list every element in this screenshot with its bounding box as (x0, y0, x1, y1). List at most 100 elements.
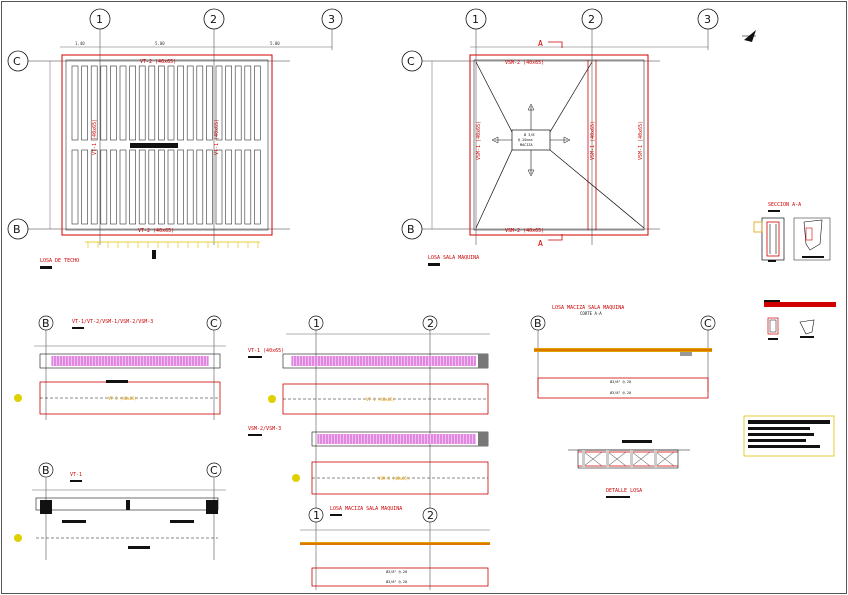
elev-bc-beam-label: VT-1 (40x65) (108, 396, 137, 401)
joist-strip (206, 149, 213, 225)
roof-beam-bottom: VT-2 (40x65) (138, 228, 174, 234)
joist-strip (119, 149, 127, 225)
roof-axis-3: 3 (328, 13, 335, 26)
roof-axis-1: 1 (96, 13, 103, 26)
joist-strip (167, 149, 175, 225)
mr-axis-b: B (407, 223, 415, 236)
rib (630, 450, 633, 468)
elev-bc-axis-c: C (210, 317, 218, 330)
joist-strip (186, 149, 194, 225)
mr-title: LOSA SALA MAQUINA (428, 255, 479, 261)
joist-strip (158, 149, 165, 225)
machine-room-plan: Ø 3/8 @.20cms MACIZA VSM-2 (40x65) VSM-2… (401, 8, 756, 266)
joist-strip (138, 65, 146, 141)
joist-strip (100, 65, 108, 141)
elev-vt1-beam-label: VT-1 (40x65) (366, 397, 395, 402)
stirrup-fill (318, 434, 476, 444)
roof-axis-2: 2 (210, 13, 217, 26)
joist-strip (234, 149, 242, 225)
slab-detail: DETALLE LOSA (568, 440, 690, 498)
joist-strip (81, 149, 88, 225)
joist-strip (167, 65, 175, 141)
slab-bottom-axis-2: 2 (427, 509, 434, 522)
joist-strip (215, 65, 223, 141)
joist-strip (138, 149, 146, 225)
elev-vt1-title: VT-1 (40x65) (248, 348, 284, 354)
elev-vt1-axis-1: 1 (313, 317, 320, 330)
roof-dim-right: 5.00 (270, 41, 280, 46)
joist-strip (196, 65, 204, 141)
roof-beam-top: VT-2 (40x65) (140, 59, 176, 65)
roof-dim-left: 1.40 (75, 41, 85, 46)
mr-axis-c: C (407, 55, 415, 68)
joist-strip (81, 65, 88, 141)
slab-detail-cross (582, 450, 675, 468)
mr-beam-right: VSM-1 (40x65) (638, 121, 644, 160)
joist-strip (206, 65, 213, 141)
stirrups-bc (51, 356, 209, 366)
elev-vt1-axis-2: 2 (427, 317, 434, 330)
elev-bc-title: VT-1/VT-2/VSM-1/VSM-2/VSM-3 (72, 319, 153, 325)
rib (654, 450, 657, 468)
slab-cut-axis-b: B (534, 317, 542, 330)
elev-vsm-beam-label: VSM-1 (40x65) (378, 476, 409, 481)
joist-strip (129, 149, 136, 225)
roof-joists (71, 65, 261, 225)
mr-beam-left: VSM-1 (40x65) (476, 121, 482, 160)
joist-strip (148, 149, 156, 225)
joist-strip (148, 65, 156, 141)
roof-dim-mid: 5.00 (155, 41, 165, 46)
mr-section-bottom: A (538, 239, 543, 248)
joist-strip (254, 149, 261, 225)
roof-beam-left: VT-1 (40x65) (92, 119, 98, 155)
mr-beam-mid: VSM-1 (40x65) (590, 121, 596, 160)
detail-title: DETALLE LOSA (606, 488, 642, 494)
roof-axis-b: B (13, 223, 21, 236)
joist-strip (71, 149, 79, 225)
joist-strip (186, 65, 194, 141)
slab-cut-sub: CORTE A-A (580, 311, 602, 316)
elev-vt1s-axis-b: B (42, 464, 50, 477)
mr-axis-3: 3 (704, 13, 711, 26)
joist-strip (244, 65, 252, 141)
joist-strip (234, 65, 242, 141)
joist-strip (196, 149, 204, 225)
roof-plan-title: LOSA DE TECHO (40, 258, 79, 264)
elev-bc-axis-b: B (42, 317, 50, 330)
elev-vt1s-axis-c: C (210, 464, 218, 477)
joist-strip (100, 149, 108, 225)
joist-strip (158, 65, 165, 141)
cross (631, 451, 651, 467)
cross (607, 451, 627, 467)
cross (583, 451, 603, 467)
joist-strip (90, 149, 98, 225)
joist-strip (110, 149, 117, 225)
roof-beam-right: VT-1 (40x65) (214, 119, 220, 155)
mr-section-top: A (538, 39, 543, 48)
joist-strip (71, 65, 79, 141)
joist-strip (177, 149, 184, 225)
mr-axis-1: 1 (472, 13, 479, 26)
slab-cut-bar-top: Ø3/8" @.20 (610, 379, 631, 384)
slab-bottom-bar-bot: Ø3/8" @.20 (386, 579, 407, 584)
joist-strip (177, 65, 184, 141)
mr-beam-top: VSM-2 (40x65) (505, 60, 544, 66)
mr-center-3: MACIZA (520, 143, 534, 147)
elevation-bc: VT-1/VT-2/VSM-1/VSM-2/VSM-3 VT-1 (40x65)… (14, 315, 226, 420)
stirrups-vsm (317, 434, 476, 444)
elevation-12-vt1: VT-1 (40x65) VT-1 (40x65) 1 2 (248, 315, 490, 590)
mr-beam-bottom: VSM-2 (40x65) (505, 228, 544, 234)
mr-center-2: @.20cms (518, 138, 533, 142)
slab-cut-title: LOSA MACIZA SALA MAQUINA (552, 305, 624, 311)
joist-strip (254, 65, 261, 141)
slab-cut-bar-bot: Ø3/8" @.20 (610, 390, 631, 395)
rib (606, 450, 609, 468)
joist-strip (90, 65, 98, 141)
slab-cut-aa: LOSA MACIZA SALA MAQUINA CORTE A-A Ø3/8"… (530, 305, 716, 399)
slab-cut-axis-c: C (704, 317, 712, 330)
mr-axis-2: 2 (588, 13, 595, 26)
cross (655, 451, 675, 467)
section-details: SECCION A-A (743, 202, 836, 457)
